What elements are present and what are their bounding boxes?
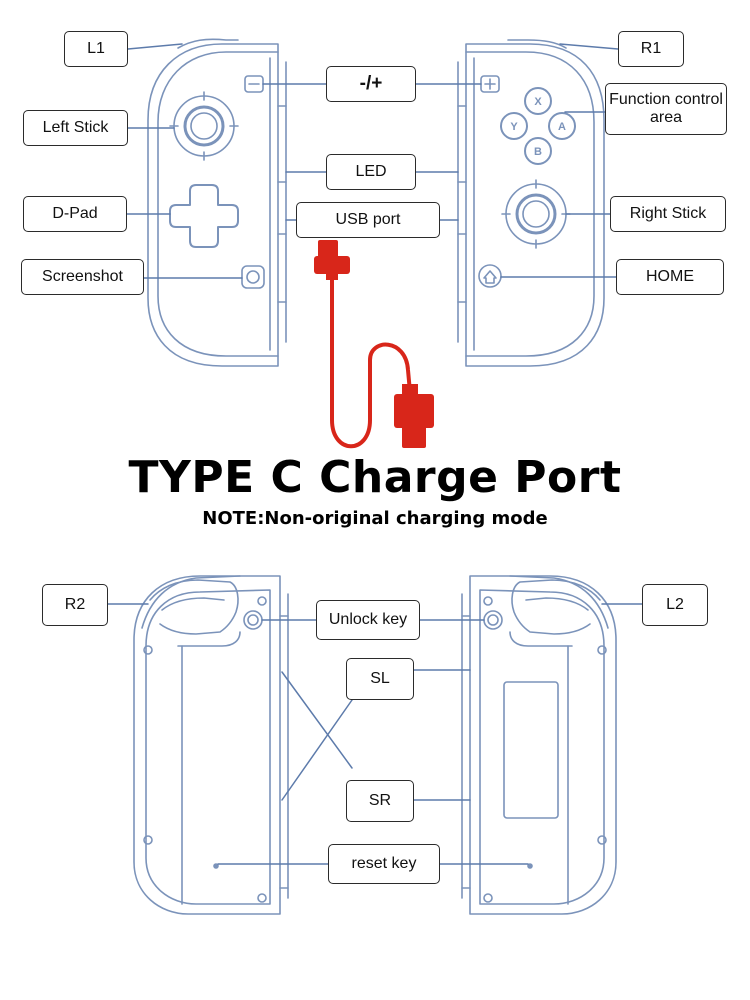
label-l1: L1 (64, 31, 128, 67)
unlock-key-left-icon (243, 610, 263, 630)
label-left-stick: Left Stick (23, 110, 128, 146)
b-button-icon (524, 137, 552, 165)
left-controller-back (133, 575, 289, 915)
left-stick-icon (169, 91, 239, 161)
d-pad-icon (169, 184, 239, 248)
right-controller-front (457, 39, 605, 367)
y-letter: Y (510, 121, 518, 133)
label-l2: L2 (642, 584, 708, 626)
type-c-cable-icon (314, 240, 434, 449)
charge-port-note: NOTE:Non-original charging mode (202, 508, 548, 529)
y-button-icon (500, 112, 528, 140)
reset-hole-left-icon (213, 863, 219, 869)
b-letter: B (534, 146, 542, 158)
label-sl: SL (346, 658, 414, 700)
label-sr: SR (346, 780, 414, 822)
leader-lines (107, 43, 643, 865)
x-letter: X (534, 96, 542, 108)
label-right-stick: Right Stick (610, 196, 726, 232)
face-button-letters: X Y A B (510, 96, 566, 158)
label-unlock-key: Unlock key (316, 600, 420, 640)
label-function-control-area: Function control area (605, 83, 727, 135)
left-controller-front (147, 38, 287, 367)
a-letter: A (558, 121, 566, 133)
label-usb-port: USB port (296, 202, 440, 238)
unlock-key-right-icon (483, 610, 503, 630)
label-led: LED (326, 154, 416, 190)
home-button-icon (478, 264, 502, 288)
label-r1: R1 (618, 31, 684, 67)
screenshot-button-icon (241, 265, 265, 289)
x-button-icon (524, 87, 552, 115)
label-r2: R2 (42, 584, 108, 626)
label-minus-plus: -/+ (326, 66, 416, 102)
label-d-pad: D-Pad (23, 196, 127, 232)
rear-panel-icon (503, 681, 559, 819)
label-screenshot: Screenshot (21, 259, 144, 295)
charge-port-title: TYPE C Charge Port (128, 452, 622, 503)
reset-hole-right-icon (527, 863, 533, 869)
label-home: HOME (616, 259, 724, 295)
a-button-icon (548, 112, 576, 140)
label-reset-key: reset key (328, 844, 440, 884)
